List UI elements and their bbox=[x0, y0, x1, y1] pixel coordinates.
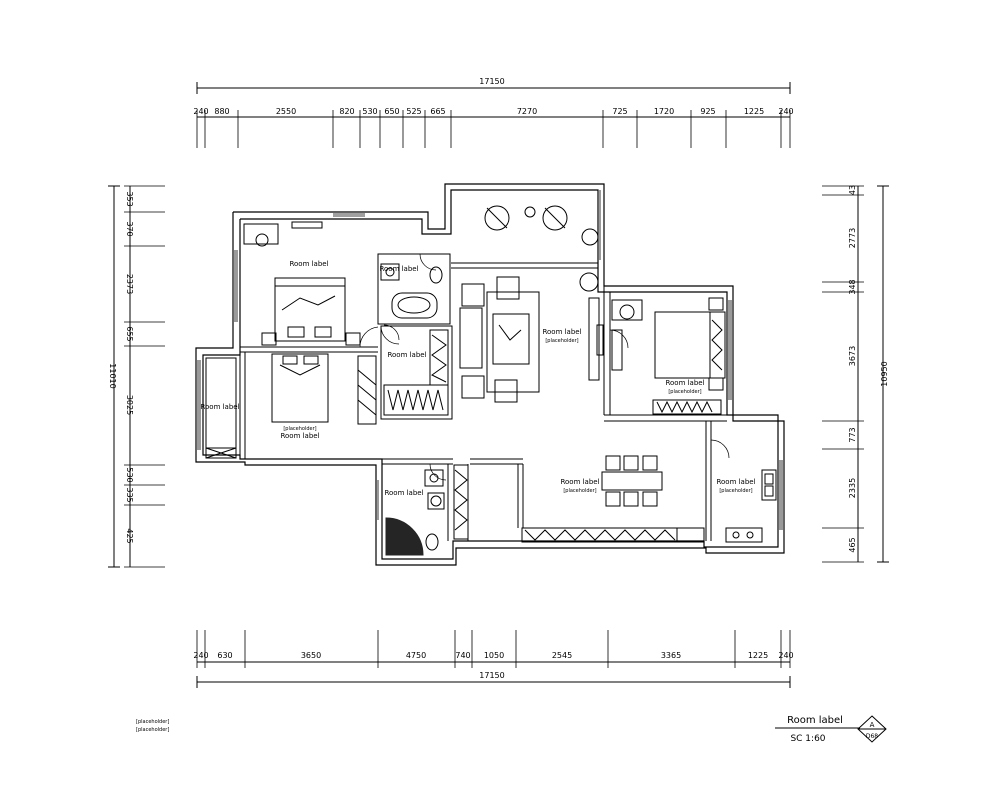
drawing-note-line-1: [placeholder] bbox=[136, 719, 169, 725]
right-dimension-chain bbox=[822, 185, 889, 563]
interior-walls bbox=[239, 253, 727, 541]
top-dim-14: 240 bbox=[778, 107, 793, 116]
bottom-dim-4: 4750 bbox=[406, 651, 426, 660]
left-dim-8: 425 bbox=[125, 528, 134, 543]
right-dim-2: 2773 bbox=[848, 228, 857, 248]
bottom-dim-2: 630 bbox=[217, 651, 232, 660]
top-dim-10: 725 bbox=[612, 107, 627, 116]
top-dim-1: 240 bbox=[193, 107, 208, 116]
master-desk bbox=[243, 221, 323, 247]
left-dim-2: 370 bbox=[125, 221, 134, 236]
bottom-dim-3: 3650 bbox=[301, 651, 321, 660]
left-dimension-chain bbox=[108, 185, 165, 568]
cloakroom-wardrobes bbox=[383, 329, 449, 416]
left-dim-5: 3025 bbox=[125, 395, 134, 415]
room-sub-living-room: [placeholder] bbox=[545, 338, 578, 344]
right-dim-6: 2335 bbox=[848, 478, 857, 498]
top-dim-9: 7270 bbox=[517, 107, 537, 116]
title-symbol-top: A bbox=[870, 721, 875, 729]
left-dim-3: 2373 bbox=[125, 274, 134, 294]
top-dim-2: 880 bbox=[214, 107, 229, 116]
top-dim-11: 1720 bbox=[654, 107, 674, 116]
right-total-dimension: 10950 bbox=[880, 361, 889, 386]
bottom-dim-7: 2545 bbox=[552, 651, 572, 660]
bottom-dim-10: 240 bbox=[778, 651, 793, 660]
bottom-dim-9: 1225 bbox=[748, 651, 768, 660]
room-sub-second-bedroom-1: [placeholder] bbox=[283, 426, 316, 432]
bedroom1-bed bbox=[271, 353, 377, 425]
left-dim-6: 530 bbox=[125, 467, 134, 482]
left-dim-4: 655 bbox=[125, 326, 134, 341]
top-dim-3: 2550 bbox=[276, 107, 296, 116]
room-label-dining-room: Room label bbox=[560, 478, 599, 486]
room-label-master-bedroom: Room label bbox=[289, 260, 328, 268]
top-dim-12: 925 bbox=[700, 107, 715, 116]
bedroom2-furniture bbox=[611, 297, 726, 415]
study-furniture bbox=[205, 357, 237, 459]
bottom-total-dimension: 17150 bbox=[479, 671, 504, 680]
right-dim-5: 773 bbox=[848, 427, 857, 442]
balcony-furniture bbox=[484, 205, 599, 246]
living-room-furniture bbox=[459, 272, 604, 403]
bottom-dimension-chain bbox=[196, 630, 791, 688]
left-total-dimension: 11010 bbox=[108, 363, 117, 388]
right-dim-1: 43 bbox=[848, 185, 857, 195]
top-dim-6: 650 bbox=[384, 107, 399, 116]
room-label-second-bedroom-2: Room label bbox=[665, 379, 704, 387]
top-dim-4: 820 bbox=[339, 107, 354, 116]
left-dim-7: 335 bbox=[125, 487, 134, 502]
room-label-second-bedroom-1: Room label bbox=[280, 432, 319, 440]
drawing-title: Room label bbox=[787, 715, 843, 726]
kitchen-furniture bbox=[725, 469, 777, 543]
master-bed bbox=[261, 277, 361, 346]
dining-room-furniture bbox=[453, 455, 705, 543]
right-dim-4: 3673 bbox=[848, 346, 857, 366]
room-label-bathroom-upper: Room label bbox=[379, 265, 418, 273]
top-dim-8: 665 bbox=[430, 107, 445, 116]
room-label-living-room: Room label bbox=[542, 328, 581, 336]
room-label-cloakroom: Room label bbox=[387, 351, 426, 359]
top-dim-5: 530 bbox=[362, 107, 377, 116]
drawing-note-line-2: [placeholder] bbox=[136, 727, 169, 733]
top-dim-13: 1225 bbox=[744, 107, 764, 116]
left-dim-1: 353 bbox=[125, 191, 134, 206]
bottom-dim-6: 1050 bbox=[484, 651, 504, 660]
title-symbol-bottom: D68 bbox=[866, 733, 878, 740]
top-dim-7: 525 bbox=[406, 107, 421, 116]
room-label-kitchen: Room label bbox=[716, 478, 755, 486]
room-label-study: Room label bbox=[200, 403, 239, 411]
dimension-text: 17150 240 880 2550 820 530 650 525 665 7… bbox=[108, 77, 889, 680]
door-swings bbox=[359, 253, 730, 481]
windows bbox=[197, 190, 783, 530]
room-label-bathroom-lower: Room label bbox=[384, 489, 423, 497]
drawing-scale: SC 1:60 bbox=[790, 734, 825, 744]
room-sub-kitchen: [placeholder] bbox=[719, 488, 752, 494]
room-labels: Room label Room label Room label Room la… bbox=[200, 260, 755, 497]
right-dim-3: 348 bbox=[848, 279, 857, 294]
room-sub-dining-room: [placeholder] bbox=[563, 488, 596, 494]
bottom-dim-5: 740 bbox=[455, 651, 470, 660]
room-sub-second-bedroom-2: [placeholder] bbox=[668, 389, 701, 395]
right-dim-7: 465 bbox=[848, 537, 857, 552]
top-dimension-chain bbox=[196, 82, 791, 148]
top-total-dimension: 17150 bbox=[479, 77, 504, 86]
bathroom-upper-fixtures bbox=[380, 263, 443, 319]
title-block bbox=[775, 715, 887, 743]
bottom-dim-1: 240 bbox=[193, 651, 208, 660]
bathroom-lower-fixtures bbox=[385, 469, 445, 556]
exterior-walls bbox=[195, 183, 785, 566]
bottom-dim-8: 3365 bbox=[661, 651, 681, 660]
